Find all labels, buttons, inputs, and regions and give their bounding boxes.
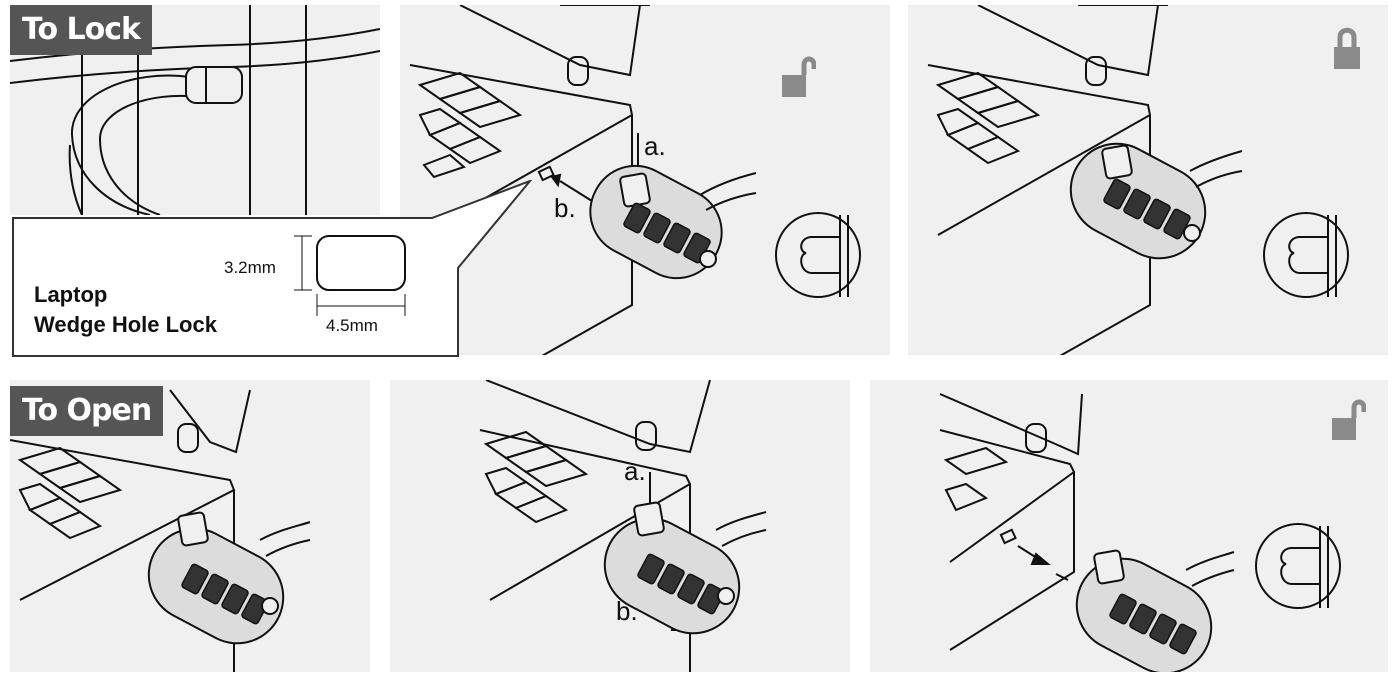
padlock-open-icon (782, 56, 816, 97)
section-title-to-open: To Open (10, 386, 164, 436)
dimension-width: 4.5mm (326, 316, 378, 335)
dimension-height: 3.2mm (224, 258, 276, 277)
panel-lock-engaged (908, 5, 1388, 355)
panel-open-release: a. b. (390, 380, 850, 672)
padlock-open-icon (1332, 399, 1366, 440)
callout-frame (12, 178, 534, 357)
inset-latch-detail (1263, 212, 1349, 298)
panel-open-locked: To Open (10, 380, 370, 672)
step-label-a: a. (624, 456, 646, 486)
panel-lock-insert: a. b. (400, 5, 890, 355)
inset-latch-detail (1255, 523, 1341, 609)
removed-illustration (939, 393, 1341, 672)
callout-title-line-2: Wedge Hole Lock (34, 312, 217, 337)
inset-latch-detail (775, 212, 861, 298)
step-label-b: b. (616, 596, 638, 626)
panel-open-removed (870, 380, 1388, 672)
open-start-illustration (10, 389, 311, 672)
step-label-b: b. (554, 193, 576, 223)
release-illustration (479, 380, 767, 672)
insert-lock-illustration (409, 5, 861, 355)
section-title-to-lock: To Lock (10, 5, 152, 55)
cable-loop-illustration (10, 5, 380, 215)
padlock-closed-icon (1334, 27, 1360, 69)
locked-illustration (927, 5, 1349, 355)
step-label-a: a. (644, 131, 666, 161)
wedge-hole-callout: Laptop Wedge Hole Lock 3.2mm 4.5mm (12, 178, 572, 358)
callout-title-line-1: Laptop (34, 282, 108, 307)
panel-lock-cable-loop: To Lock (10, 5, 380, 215)
